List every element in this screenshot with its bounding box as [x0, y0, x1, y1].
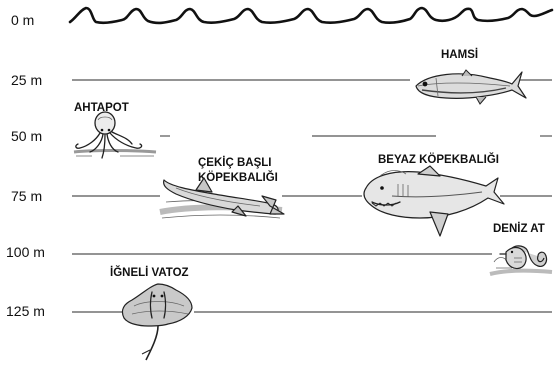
stingray-icon [122, 284, 192, 360]
label-igneli-vatoz: İĞNELİ VATOZ [110, 266, 189, 279]
depth-label-75: 75 m [11, 188, 42, 204]
hammerhead-shark-icon [160, 178, 284, 218]
label-beyaz-kopekbaligi: BEYAZ KÖPEKBALIĞI [378, 153, 499, 166]
white-shark-icon [364, 166, 504, 236]
label-cekic-basli-line2: KÖPEKBALIĞI [198, 171, 278, 184]
sea-surface-wave [70, 8, 552, 23]
anchovy-icon [416, 70, 526, 104]
octopus-icon [74, 112, 156, 158]
label-cekic-basli-line1: ÇEKİÇ BAŞLI [198, 156, 271, 169]
label-deniz-ati: DENİZ AT [493, 222, 545, 235]
seahorse-icon [490, 246, 552, 274]
depth-label-125: 125 m [6, 303, 45, 319]
depth-label-100: 100 m [6, 244, 45, 260]
depth-label-25: 25 m [11, 72, 42, 88]
depth-label-0: 0 m [11, 12, 34, 28]
depth-label-50: 50 m [11, 128, 42, 144]
label-hamsi: HAMSİ [441, 48, 478, 61]
